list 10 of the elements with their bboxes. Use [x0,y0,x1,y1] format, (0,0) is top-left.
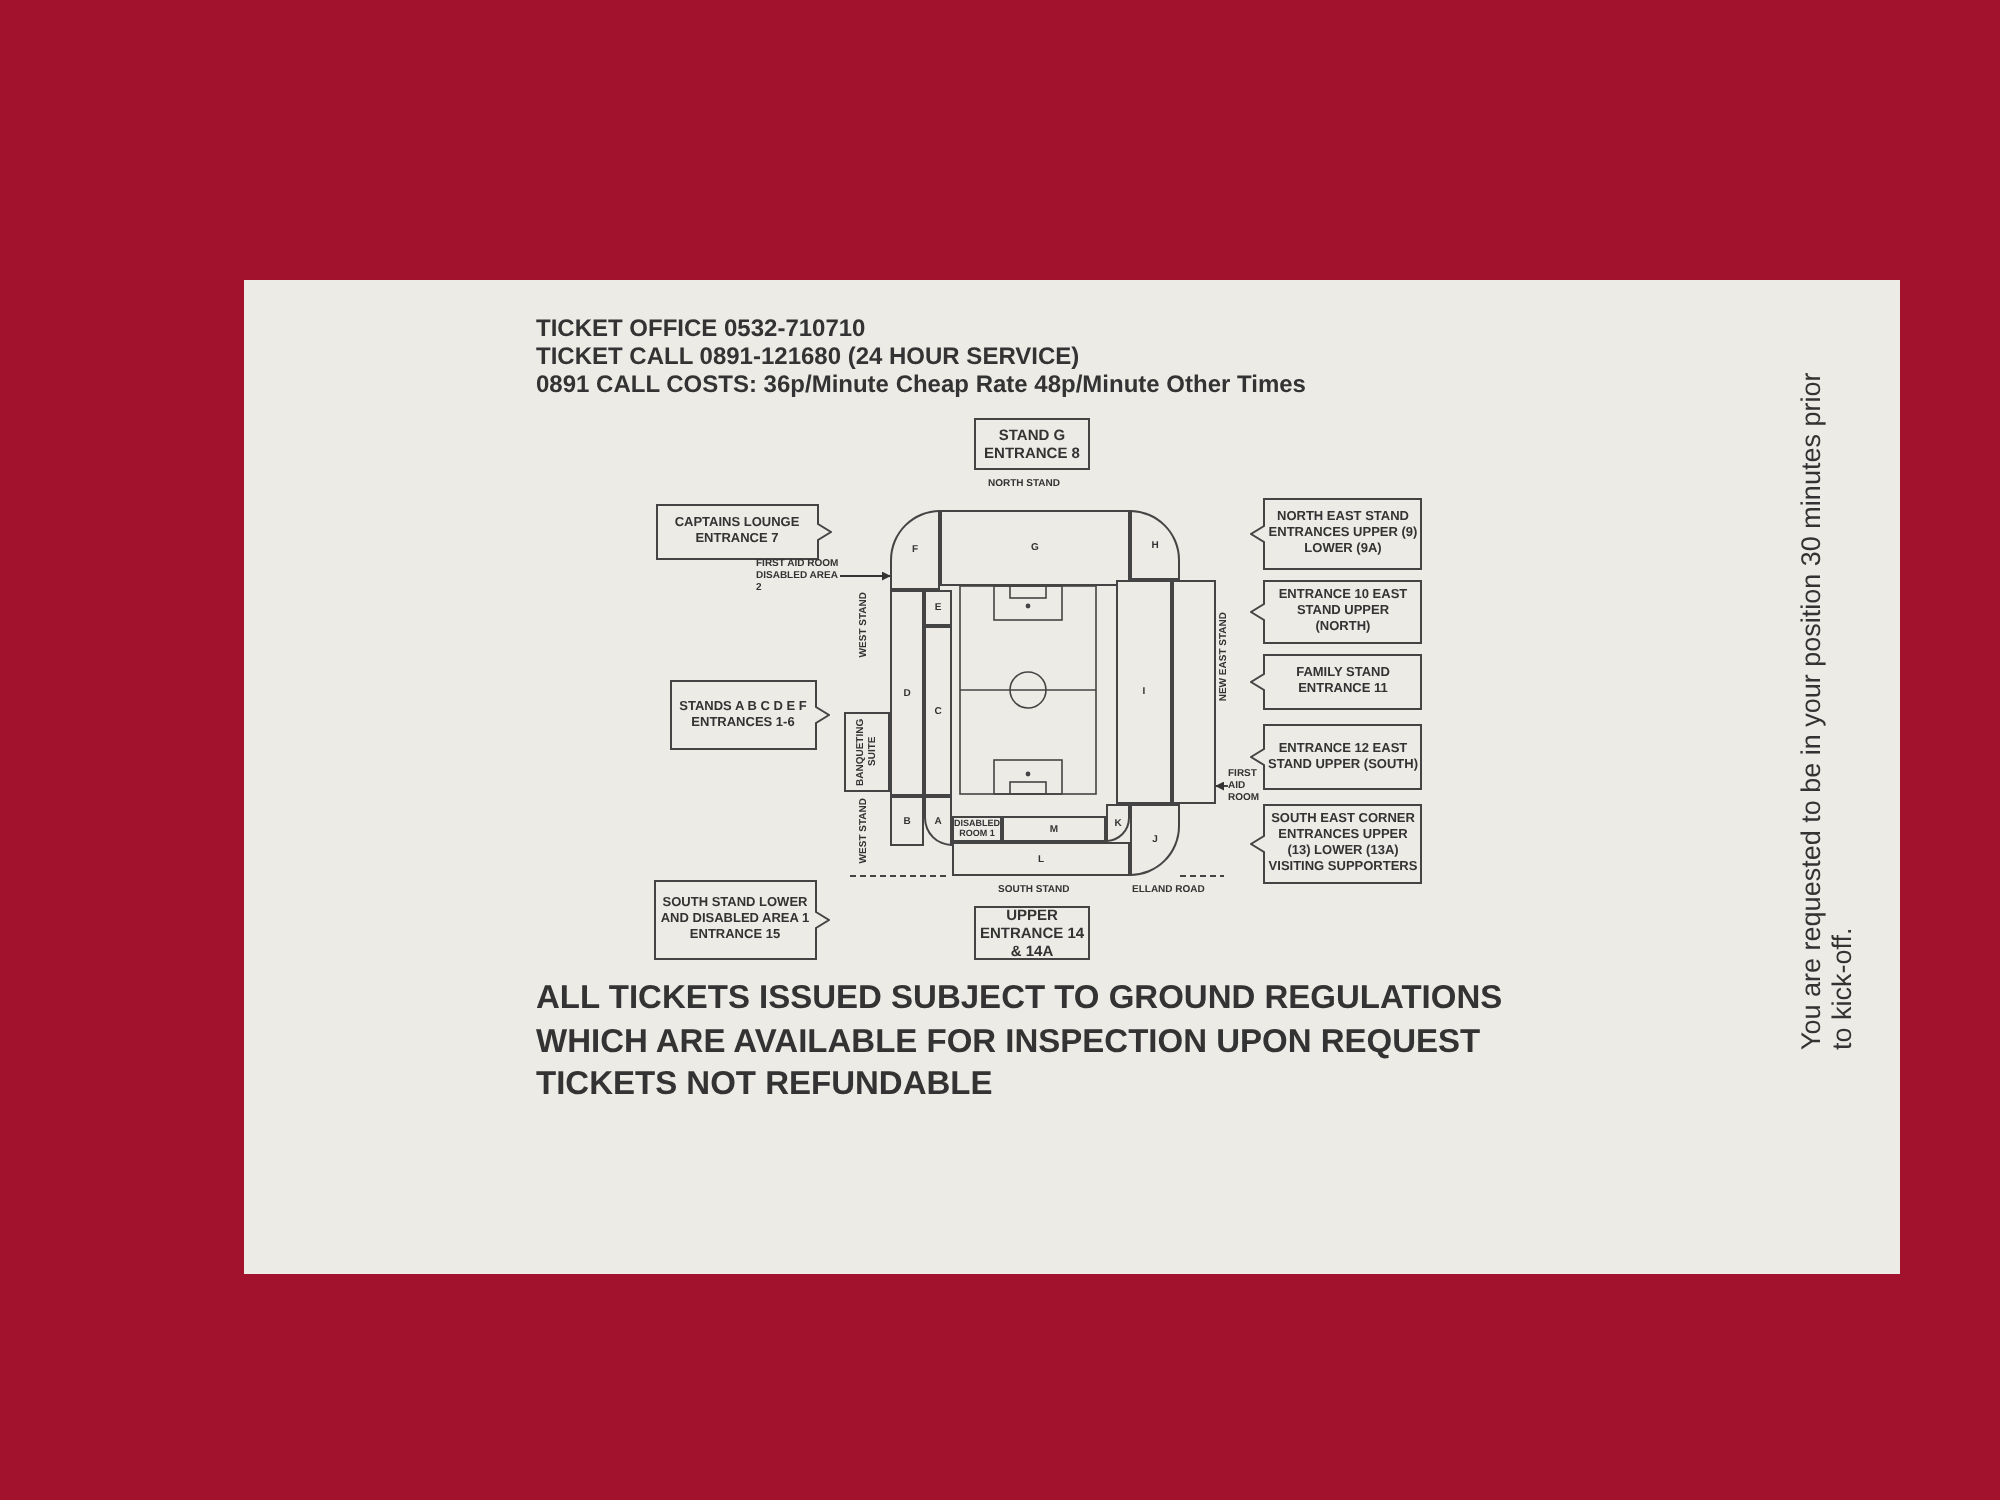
conditions-text: TICKETS NOT REFUNDABLE [536,1066,993,1104]
phone-info: TICKET OFFICE 0532-710710 [536,314,866,342]
stand-section [1172,580,1216,804]
instruction-text: You are requested to be in your position 30 minutes prior to kick-off. [1796,370,1860,1050]
conditions-text: ALL TICKETS ISSUED SUBJECT TO GROUND REGULATIONS [536,980,1503,1018]
call-cost-info: 0891 CALL COSTS: 36p/Minute Cheap Rate 48p/Minute Other Times [536,370,1306,398]
arrow [839,571,891,581]
conditions-text: WHICH ARE AVAILABLE FOR INSPECTION UPON REQUEST [536,1024,1481,1062]
phone-info: TICKET CALL 0891-121680 (24 HOUR SERVICE) [536,342,1080,370]
arrow [1215,781,1229,791]
